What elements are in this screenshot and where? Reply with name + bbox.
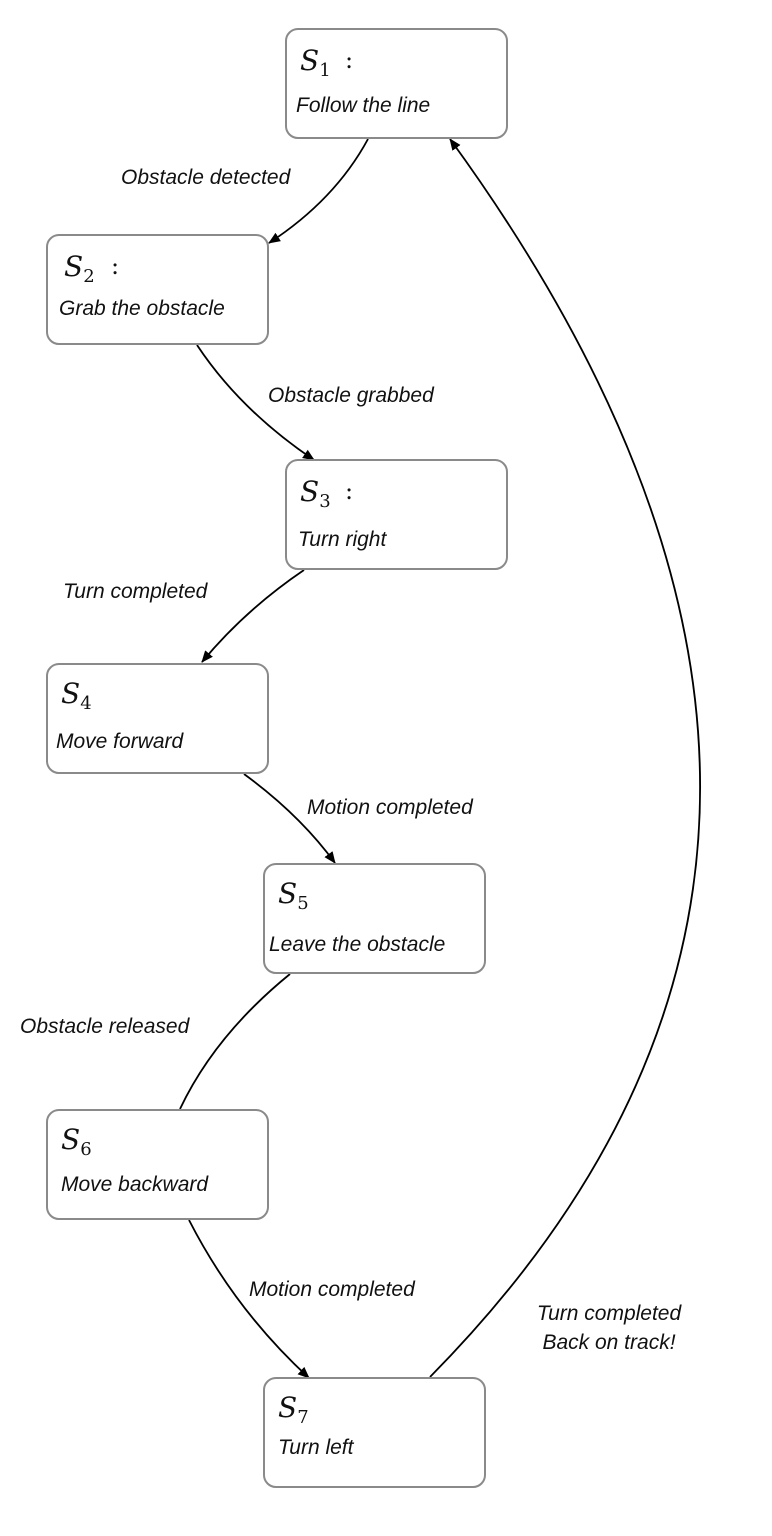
transition-labels: Obstacle detected Obstacle grabbed Turn … (20, 166, 682, 1354)
transitions (179, 138, 701, 1379)
state-s5: S5 Leave the obstacle (263, 863, 486, 974)
transition-label-s4-s5: Motion completed (307, 796, 474, 819)
transition-label-s5-s6: Obstacle released (20, 1015, 191, 1038)
state-colon: : (345, 46, 353, 74)
state-symbol: S4 (61, 677, 92, 714)
transition-s1-s2-arrow (268, 138, 369, 244)
state-s4: S4 Move forward (46, 663, 269, 774)
state-symbol: S1 (300, 44, 331, 81)
state-box (46, 234, 269, 345)
state-s2: S2 : Grab the obstacle (46, 234, 269, 345)
state-action: Turn left (278, 1436, 355, 1459)
transition-label-s1-s2: Obstacle detected (121, 166, 292, 189)
state-symbol: S5 (278, 877, 309, 914)
state-s1: S1 : Follow the line (285, 28, 508, 139)
transition-s2-s3-arrow (196, 344, 315, 461)
transition-s5-s6-line (179, 973, 291, 1110)
state-s3: S3 : Turn right (285, 459, 508, 570)
state-box (263, 863, 486, 974)
state-symbol: S2 (64, 250, 95, 287)
state-symbol: S6 (61, 1123, 92, 1160)
transition-s3-s4-arrow (201, 569, 305, 663)
state-symbol: S3 (300, 475, 331, 512)
state-box (263, 1377, 486, 1488)
transition-s7-s1-arrow (429, 138, 701, 1378)
transition-label-s3-s4: Turn completed (63, 580, 209, 603)
state-s6: S6 Move backward (46, 1109, 269, 1220)
state-action: Grab the obstacle (59, 297, 225, 320)
state-action: Follow the line (296, 94, 430, 117)
state-box (285, 459, 508, 570)
state-symbol: S7 (278, 1391, 309, 1428)
state-action: Move backward (61, 1173, 209, 1196)
state-box (46, 663, 269, 774)
transition-label-s6-s7: Motion completed (249, 1278, 416, 1301)
transition-s6-s7-arrow (188, 1219, 310, 1379)
state-colon: : (111, 252, 119, 280)
transition-s4-s5-arrow (243, 773, 336, 864)
state-colon: : (345, 477, 353, 505)
state-s7: S7 Turn left (263, 1377, 486, 1488)
transition-label-s7-s1-line1: Turn completed (537, 1302, 683, 1325)
state-box (285, 28, 508, 139)
state-action: Leave the obstacle (269, 933, 445, 956)
transition-label-s7-s1-line2: Back on track! (542, 1331, 675, 1354)
state-action: Turn right (298, 528, 387, 551)
state-box (46, 1109, 269, 1220)
state-action: Move forward (56, 730, 185, 753)
transition-label-s2-s3: Obstacle grabbed (268, 384, 435, 407)
